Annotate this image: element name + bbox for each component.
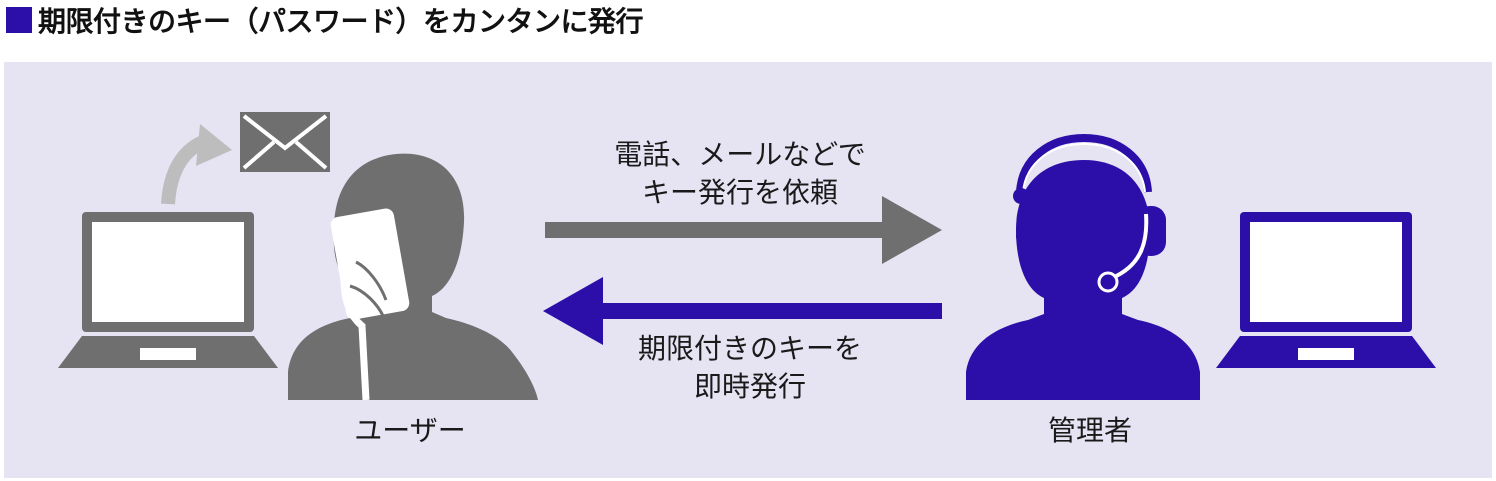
request-label-line2: キー発行を依頼 xyxy=(641,176,838,209)
issue-arrow xyxy=(543,277,942,345)
admin-label: 管理者 xyxy=(1047,414,1132,447)
user-laptop-icon xyxy=(58,212,278,368)
user-label: ユーザー xyxy=(354,414,466,447)
request-label: 電話、メールなどで キー発行を依頼 xyxy=(590,136,890,212)
mail-icon xyxy=(240,112,330,172)
issue-label-line1: 期限付きのキーを xyxy=(637,332,862,365)
issue-label-line2: 即時発行 xyxy=(693,370,806,403)
issue-label: 期限付きのキーを 即時発行 xyxy=(600,330,900,406)
diagram-title: 期限付きのキー（パスワード）をカンタンに発行 xyxy=(6,2,644,38)
curved-arrow-icon xyxy=(161,124,232,205)
admin-laptop-icon xyxy=(1216,212,1436,368)
admin-headset-icon xyxy=(966,133,1200,400)
user-phone-icon xyxy=(288,153,538,401)
request-arrow xyxy=(545,196,942,264)
title-text: 期限付きのキー（パスワード）をカンタンに発行 xyxy=(38,5,644,38)
request-label-line1: 電話、メールなどで xyxy=(614,138,866,171)
title-square-icon xyxy=(6,7,32,33)
